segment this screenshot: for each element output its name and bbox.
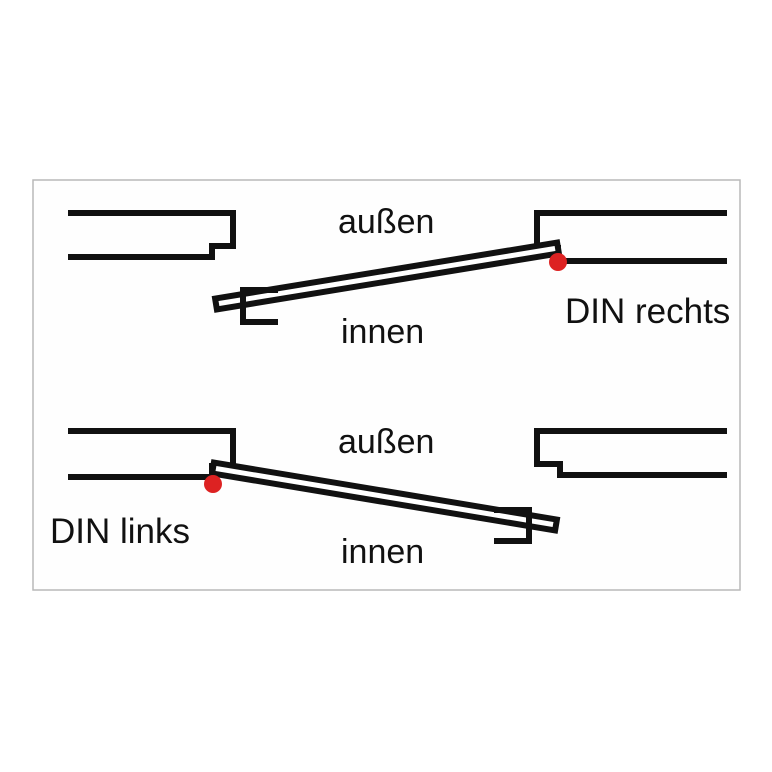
hinge-pivot-marker-upper [549,253,567,271]
frame-jamb-left-upper [68,210,236,260]
diagram-panel-border [32,179,741,591]
door-leaf-upper [211,239,563,313]
label-aussen-upper: außen [338,203,434,241]
din-rechts-diagram: außen innen DIN rechts [68,203,730,351]
door-handle-symbol-upper [240,287,278,325]
door-handle-symbol-lower [494,507,532,544]
label-innen-lower: innen [341,533,424,571]
label-din-links: DIN links [50,512,190,551]
label-aussen-lower: außen [338,423,434,461]
frame-jamb-right-lower [534,428,727,478]
hinge-pivot-marker-lower [204,475,222,493]
din-links-diagram: außen innen DIN links [50,423,727,571]
label-din-rechts: DIN rechts [565,292,730,331]
door-leaf-lower [208,459,561,534]
label-innen-upper: innen [341,313,424,351]
